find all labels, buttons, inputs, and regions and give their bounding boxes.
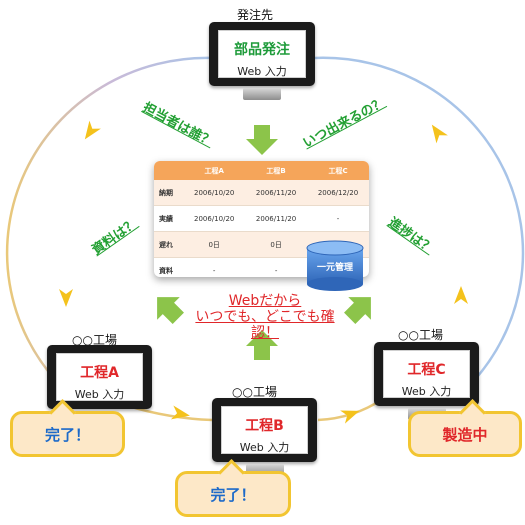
top-node-label: 発注先 [237,8,274,22]
row-header: 実績 [154,205,184,232]
node-a-monitor: 工程A Web 入力 [47,345,152,423]
monitor-screen: 工程A Web 入力 [56,353,143,401]
table-cell: 0日 [245,231,308,258]
arrow-from-left [157,297,184,324]
row-header: 遅れ [154,231,184,258]
bubble-node-b: 完了！ [175,459,291,517]
center-arrows [157,125,371,360]
schedule-table: 工程A 工程B 工程C 納期 2006/10/20 2006/11/20 200… [154,161,369,277]
top-node-subtitle: Web 入力 [237,65,287,78]
monitor-stand [243,88,281,100]
cycle-arrow-5 [454,286,468,304]
cycle-arc-left [5,56,215,386]
monitor-screen: 工程C Web 入力 [383,350,470,398]
table-cell: - [183,257,246,277]
table-row: 実績 2006/10/20 2006/11/20 - [154,205,369,232]
bubble-node-c-text: 製造中 [442,425,488,444]
node-c-monitor: 工程C Web 入力 [374,342,479,420]
table-cell: 2006/11/20 [245,180,308,206]
column-header: 工程C [307,161,369,180]
cycle-arrow-4 [340,410,360,424]
cycle-arrow-6 [431,124,448,144]
cycle-arc-right [313,56,525,386]
node-b-label: ○○工場 [232,385,277,399]
table-cell: 2006/10/20 [183,205,246,232]
column-header: 工程A [183,161,246,180]
row-header: 納期 [154,180,184,206]
arrow-from-top [246,125,278,155]
node-a-label: ○○工場 [72,333,117,347]
row-header: 資料 [154,257,184,277]
arrow-from-bottom [246,330,278,360]
table-cell: - [245,257,308,277]
table-corner-header [154,161,184,180]
table-cell: - [307,205,369,232]
bubble-node-a-text: 完了！ [44,425,90,444]
node-c-label: ○○工場 [398,328,443,342]
caption-line-2: いつでも、どこでも確認！ [195,309,335,341]
schedule-table-panel: 工程A 工程B 工程C 納期 2006/10/20 2006/11/20 200… [154,161,369,277]
caption-line-1: Webだから [228,293,302,309]
database-icon [306,240,364,291]
bubble-node-c: 製造中 [408,399,522,457]
table-cell: 2006/12/20 [307,180,369,206]
node-a-title: 工程A [80,365,119,381]
table-cell: 2006/10/20 [183,180,246,206]
table-cell: 0日 [183,231,246,258]
cycle-arrow-1 [84,120,101,140]
column-header: 工程B [245,161,308,180]
node-b-monitor: 工程B Web 入力 [212,398,317,476]
cycle-arrow-3 [170,405,190,420]
node-c-title: 工程C [407,362,446,378]
database-label: 一元管理 [316,263,353,273]
bubble-node-b-text: 完了！ [210,485,256,504]
bubble-node-a: 完了！ [10,399,125,457]
top-node-monitor: 部品発注 Web 入力 [209,22,315,100]
node-a-subtitle: Web 入力 [74,388,125,401]
top-node-title: 部品発注 [234,42,290,58]
node-c-subtitle: Web 入力 [401,385,452,398]
monitor-screen: 工程B Web 入力 [221,406,308,454]
monitor-screen: 部品発注 Web 入力 [218,30,306,78]
database-cylinder: 一元管理 [305,240,365,292]
node-b-subtitle: Web 入力 [239,441,290,454]
cycle-arrowheads [59,120,468,424]
node-b-title: 工程B [245,418,284,434]
web-caption: Webだから いつでも、どこでも確認！ [182,293,348,341]
table-row: 納期 2006/10/20 2006/11/20 2006/12/20 [154,180,369,206]
table-cell: 2006/11/20 [245,205,308,232]
cycle-arrow-2 [59,289,73,307]
arrow-from-right [344,297,371,324]
